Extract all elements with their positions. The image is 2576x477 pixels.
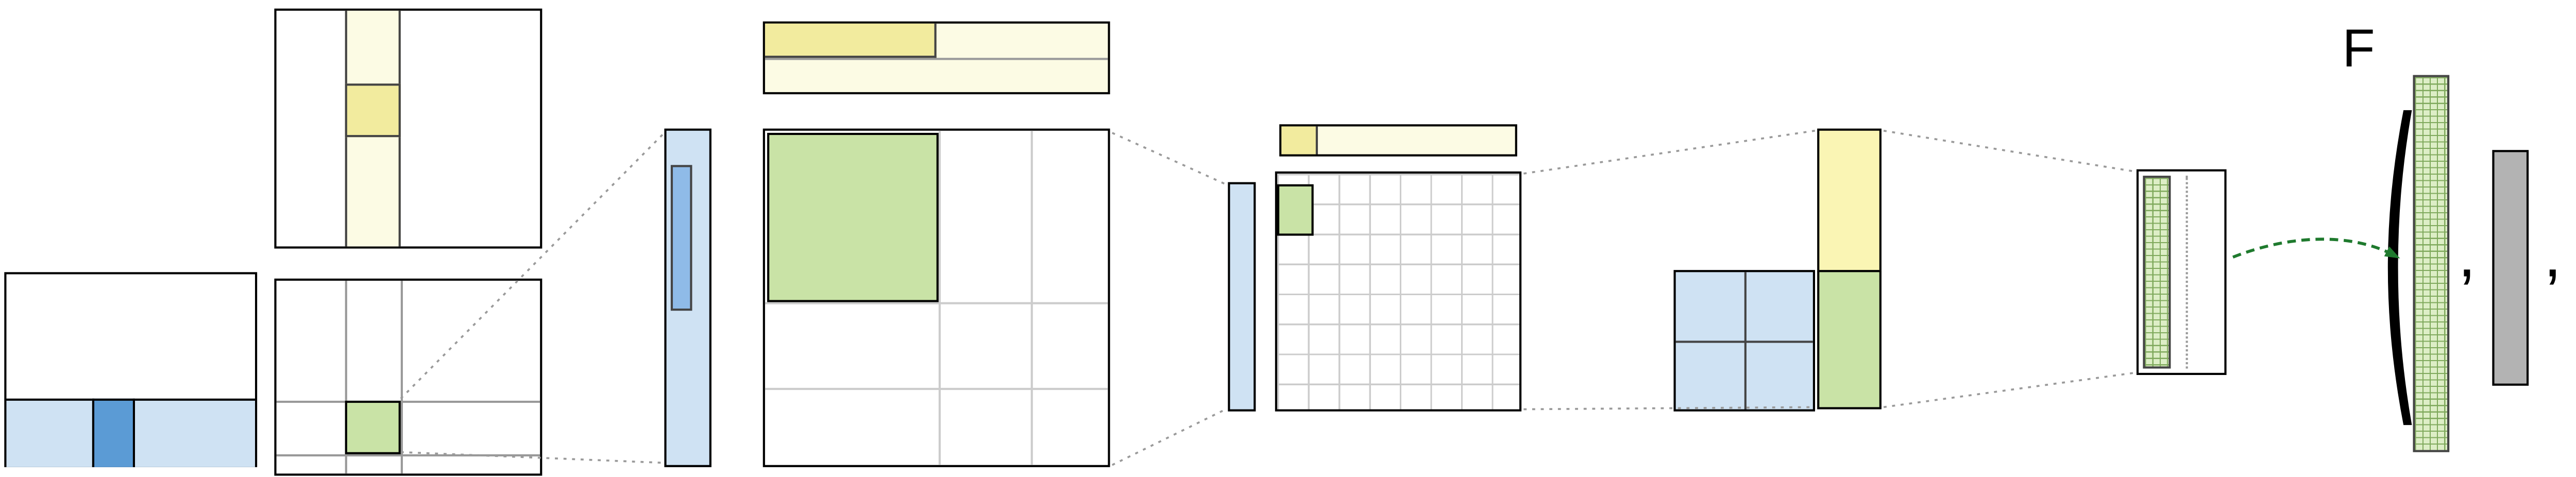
grid-matrix: [1275, 171, 1522, 412]
function-label: F: [2342, 19, 2375, 79]
col-guide-right: [400, 280, 403, 474]
yellow-block: [1817, 128, 1882, 272]
row-vector-highlight: [765, 23, 937, 58]
row-vector-small-highlight: [1281, 126, 1318, 155]
selected-column-cell: [345, 83, 401, 138]
hatched-column: [2143, 176, 2171, 369]
grid-line-v2: [1030, 130, 1033, 465]
zoom-connector-7: [1883, 129, 2135, 173]
grid-matrix-green-cell: [1277, 184, 1314, 236]
grid-line-h1: [765, 302, 1108, 304]
row-vector-small: [1279, 124, 1517, 157]
input-row-cell-left: [6, 398, 92, 467]
blue-block-2x2: [1673, 270, 1816, 412]
row-vector-midline: [765, 58, 1108, 60]
grid-line-h2: [765, 387, 1108, 390]
zoom-connector-8: [1883, 371, 2134, 408]
input-row-cell-selected: [92, 398, 135, 467]
row-vector-top: [762, 21, 1110, 95]
grid-line-v1: [938, 130, 941, 465]
zoom-connector-3: [1111, 132, 1226, 185]
comma-2: ,: [2544, 220, 2562, 292]
argument-vector-gray: [2492, 150, 2529, 386]
weight-matrix-zoom: [762, 128, 1110, 467]
block-divider-h: [1675, 340, 1813, 343]
argument-vector-hatched: [2413, 75, 2450, 452]
vector-strip: [1228, 182, 1256, 412]
green-block-small: [1817, 270, 1882, 410]
column-vector-blue: [664, 128, 711, 467]
green-block: [767, 132, 939, 302]
lookup-box: [2136, 169, 2227, 375]
dotted-divider: [2185, 176, 2188, 369]
zoom-connector-5: [1523, 129, 1816, 175]
row-guide-bottom: [276, 454, 540, 457]
green-dashed-arrow: [2232, 237, 2395, 259]
weight-matrix-bottom: [274, 278, 543, 476]
comma-1: ,: [2458, 220, 2476, 292]
col-guide-left: [345, 280, 347, 474]
column-vector-highlight: [670, 165, 692, 311]
zoom-connector-4: [1111, 408, 1227, 466]
weight-matrix-top: [274, 8, 543, 249]
row-guide-top: [276, 400, 540, 403]
selected-green-cell: [345, 400, 401, 454]
input-row-cell-right: [135, 398, 255, 467]
input-matrix: [4, 272, 258, 467]
